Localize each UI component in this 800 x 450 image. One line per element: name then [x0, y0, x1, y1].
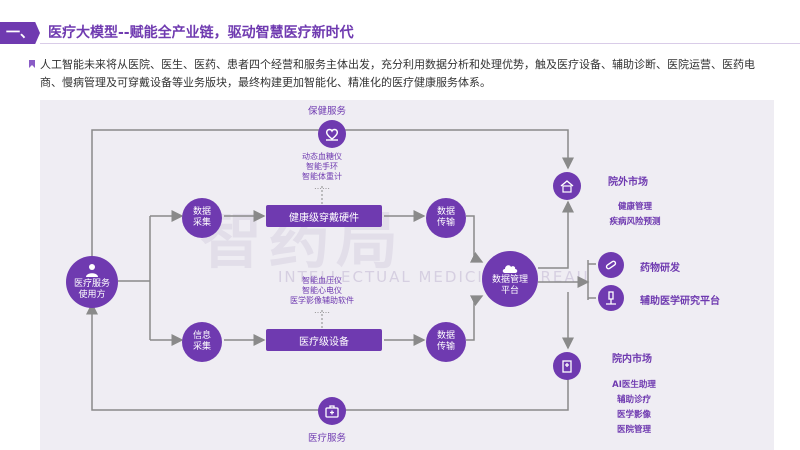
- platform-to-outside: [538, 200, 574, 269]
- wearable-dots: ……: [314, 182, 330, 191]
- header-divider: [40, 43, 800, 44]
- medical-device-item: 智能心电仪: [302, 286, 342, 295]
- outside-market-list: 健康管理 疾病风险预测: [596, 200, 674, 230]
- top-service-label: 保健服务: [308, 106, 347, 117]
- health-service-icon: [318, 120, 346, 148]
- medical-service-icon: [318, 397, 346, 425]
- cloud-icon: [502, 264, 518, 273]
- person-icon: [86, 264, 98, 277]
- inside-market-item: 医院管理: [616, 425, 651, 435]
- inside-market-item: 辅助诊疗: [616, 395, 651, 405]
- diagram-panel: [40, 100, 774, 450]
- wearable-device-item: 动态血糖仪: [302, 152, 342, 161]
- inside-market-item: 医学影像: [616, 410, 651, 420]
- transfer-node-bottom: 数据 传输: [426, 322, 466, 362]
- outside-market-item: 健康管理: [617, 202, 652, 212]
- transfer-top-to-platform: [466, 215, 484, 263]
- intro-paragraph: 人工智能未来将从医院、医生、医药、患者四个经营和服务主体出发，充分利用数据分析和…: [29, 56, 770, 92]
- inside-market-icon: [553, 352, 581, 380]
- transfer-node-top: 数据 传输: [426, 198, 466, 238]
- data-platform-node: 数据管理 平台: [482, 251, 538, 307]
- outside-market-title: 院外市场: [608, 177, 648, 188]
- user-node-label: 医疗服务 使用方: [73, 279, 110, 300]
- bottom-loop-line: [86, 302, 569, 411]
- bullet-icon: [29, 60, 35, 68]
- drug-research-label: 药物研发: [640, 263, 680, 274]
- platform-label: 数据管理 平台: [491, 274, 528, 296]
- medical-device-dots: ……: [314, 306, 330, 315]
- research-platform-label: 辅助医学研究平台: [640, 296, 720, 307]
- wearable-device-item: 智能手环: [306, 162, 338, 171]
- outside-market-icon: [553, 172, 581, 200]
- wearable-device-item: 智能体重计: [302, 172, 342, 181]
- transfer-bottom-to-platform: [466, 295, 484, 341]
- outside-market-item: 疾病风险预测: [609, 217, 661, 227]
- medical-device-item: 医学影像辅助软件: [290, 296, 354, 305]
- intro-text: 人工智能未来将从医院、医生、医药、患者四个经营和服务主体出发，充分利用数据分析和…: [40, 58, 755, 89]
- collect-node-top: 数据 采集: [182, 198, 222, 238]
- top-loop-line: [91, 129, 574, 258]
- section-header: 一、 医疗大模型--赋能全产业链，驱动智慧医疗新时代: [0, 22, 800, 44]
- drug-research-icon: [598, 252, 624, 278]
- inside-market-title: 院内市场: [612, 354, 652, 365]
- medical-devices-list: 智能血压仪 智能心电仪 医学影像辅助软件 ……: [282, 276, 362, 316]
- collect-label-bottom: 信息 采集: [192, 331, 211, 352]
- bottom-service-label: 医疗服务: [308, 433, 347, 444]
- inside-market-item: AI医生助理: [612, 380, 656, 390]
- research-platform-icon: [598, 285, 624, 311]
- transfer-label-top: 数据 传输: [436, 207, 455, 228]
- medical-device-item: 智能血压仪: [302, 276, 342, 285]
- transfer-label-bottom: 数据 传输: [436, 331, 455, 352]
- collect-label-top: 数据 采集: [192, 207, 211, 228]
- section-number-tab: 一、: [0, 22, 40, 44]
- medical-device-box: 医疗级设备: [266, 329, 382, 351]
- inside-market-list: AI医生助理 辅助诊疗 医学影像 医院管理: [598, 378, 670, 438]
- wearable-devices-list: 动态血糖仪 智能手环 智能体重计 ……: [286, 152, 358, 192]
- wearable-hardware-box: 健康级穿戴硬件: [266, 205, 382, 227]
- collect-node-bottom: 信息 采集: [182, 322, 222, 362]
- service-user-node: 医疗服务 使用方: [66, 256, 118, 308]
- section-title: 医疗大模型--赋能全产业链，驱动智慧医疗新时代: [48, 25, 354, 41]
